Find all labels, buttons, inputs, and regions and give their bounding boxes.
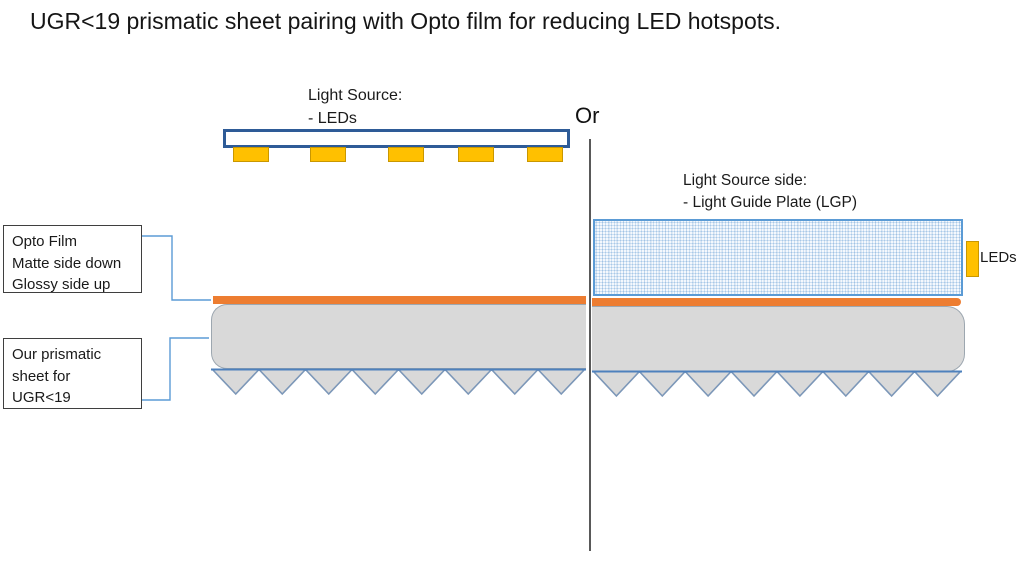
light-source-label-right: Light Source side: - Light Guide Plate (… bbox=[683, 170, 857, 214]
prism-teeth-left bbox=[211, 368, 586, 396]
edge-led-chip bbox=[966, 241, 979, 277]
prismatic-callout-line1: Our prismatic bbox=[12, 346, 102, 363]
opto-film-callout-line1: Opto Film bbox=[12, 233, 78, 250]
led-chip bbox=[458, 147, 494, 162]
edge-led-label: LEDs bbox=[980, 249, 1017, 266]
opto-film-strip-left bbox=[213, 296, 586, 304]
light-guide-plate bbox=[593, 219, 963, 296]
page-title: UGR<19 prismatic sheet pairing with Opto… bbox=[30, 8, 782, 34]
prism-teeth-right bbox=[592, 370, 962, 398]
or-divider-line bbox=[589, 139, 591, 551]
opto-film-callout: Opto Film Matte side down Glossy side up bbox=[3, 225, 142, 293]
led-chip bbox=[310, 147, 346, 162]
or-label: Or bbox=[575, 103, 600, 128]
opto-film-strip-right bbox=[592, 298, 961, 306]
light-source-side-line1: Light Source side: bbox=[683, 172, 808, 189]
led-board bbox=[223, 129, 570, 148]
prismatic-callout-line2: sheet for bbox=[12, 367, 71, 385]
light-source-label-line2: - LEDs bbox=[308, 110, 357, 127]
opto-film-callout-line3: Glossy side up bbox=[12, 276, 111, 293]
opto-film-callout-line2: Matte side down bbox=[12, 254, 122, 272]
prismatic-sheet-right bbox=[592, 306, 965, 372]
led-chip bbox=[233, 147, 269, 162]
led-chip bbox=[388, 147, 424, 162]
light-source-side-line2: - Light Guide Plate (LGP) bbox=[683, 194, 858, 211]
light-source-label-left: Light Source: - LEDs bbox=[308, 84, 402, 130]
prismatic-callout-line3: UGR<19 bbox=[12, 389, 71, 406]
led-chip bbox=[527, 147, 563, 162]
light-source-label-line1: Light Source: bbox=[308, 87, 403, 104]
prismatic-sheet-callout: Our prismatic sheet for UGR<19 bbox=[3, 338, 142, 409]
prismatic-sheet-left bbox=[211, 304, 586, 369]
